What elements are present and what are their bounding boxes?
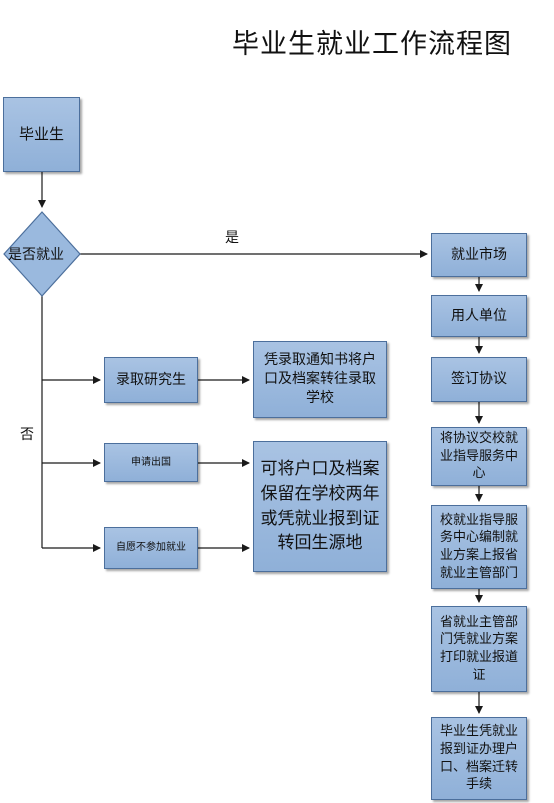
step-print-certificate: 省就业主管部门凭就业方案打印就业报道证: [431, 606, 527, 692]
decision-diamond: [3, 211, 81, 297]
hold-result-box: 可将户口及档案保留在学校两年或凭就业报到证转回生源地: [253, 441, 387, 572]
step-compile-plan: 校就业指导服务中心编制就业方案上报省就业主管部门: [431, 505, 527, 589]
step-job-market: 就业市场: [431, 233, 527, 277]
step-sign-agreement: 签订协议: [431, 357, 527, 402]
step-transfer-procedures: 毕业生凭就业报到证办理户口、档案迁转手续: [431, 717, 527, 800]
yes-label: 是: [225, 230, 239, 246]
no-employment-box: 自愿不参加就业: [104, 527, 198, 569]
postgrad-result-box: 凭录取通知书将户口及档案转往录取学校: [253, 341, 387, 418]
postgrad-box: 录取研究生: [104, 357, 198, 403]
no-label: 否: [20, 427, 34, 443]
start-box: 毕业生: [3, 97, 80, 172]
abroad-box: 申请出国: [104, 443, 198, 482]
decision-label: 是否就业: [8, 247, 64, 263]
step-employer: 用人单位: [431, 295, 527, 337]
page-title: 毕业生就业工作流程图: [232, 29, 512, 60]
step-submit-agreement: 将协议交校就业指导服务中心: [431, 427, 527, 486]
